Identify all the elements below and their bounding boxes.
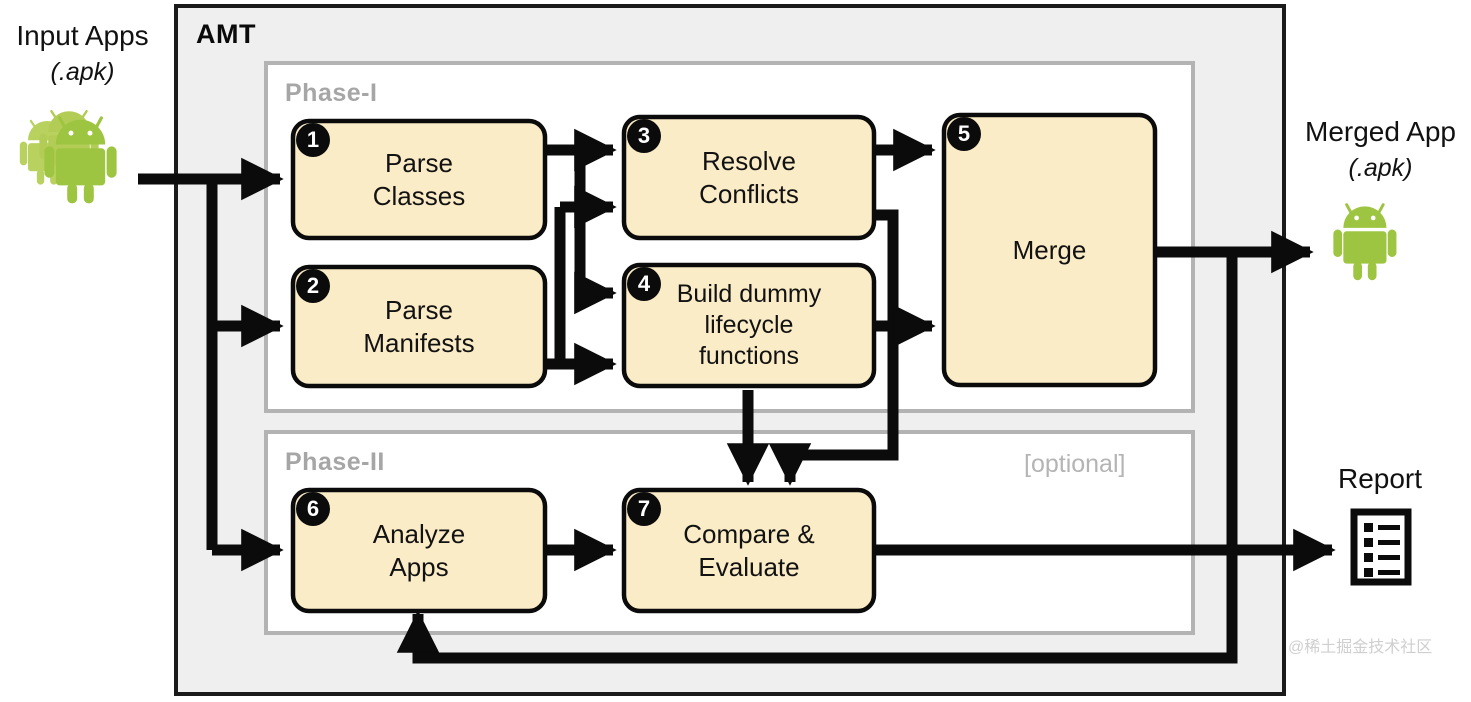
- step-box-4: [621, 262, 877, 389]
- phase-2-label: Phase-II: [285, 448, 385, 476]
- input-apps-subtitle: (.apk): [50, 58, 115, 86]
- watermark: @稀土掘金技术社区: [1288, 639, 1433, 656]
- report-title: Report: [1337, 463, 1423, 494]
- phase-1-label: Phase-I: [285, 79, 378, 107]
- step-badge-3: 3: [627, 119, 661, 153]
- step-box-3: [621, 114, 877, 241]
- step-badge-7: 7: [627, 492, 661, 526]
- step-box-1: [290, 118, 548, 241]
- step-box-2: [290, 264, 548, 389]
- amt-container-label: AMT: [196, 19, 256, 49]
- edge-3-to-7: [768, 209, 899, 486]
- merged-app-subtitle: (.apk): [1348, 154, 1413, 182]
- input-apps-title: Input Apps: [16, 20, 149, 51]
- step-badge-5: 5: [947, 117, 981, 151]
- step-badge-4: 4: [627, 267, 661, 301]
- step-box-7: [621, 487, 877, 614]
- step-box-6: [290, 487, 548, 614]
- step-badge-2: 2: [296, 269, 330, 303]
- step-badge-1: 1: [296, 123, 330, 157]
- step-box-5: [941, 112, 1158, 388]
- step-badge-6: 6: [296, 492, 330, 526]
- edge-5-to-6-feedback: [396, 252, 1238, 664]
- merged-app-title: Merged App: [1305, 116, 1456, 147]
- phase-2-optional-tag: [optional]: [1024, 450, 1126, 478]
